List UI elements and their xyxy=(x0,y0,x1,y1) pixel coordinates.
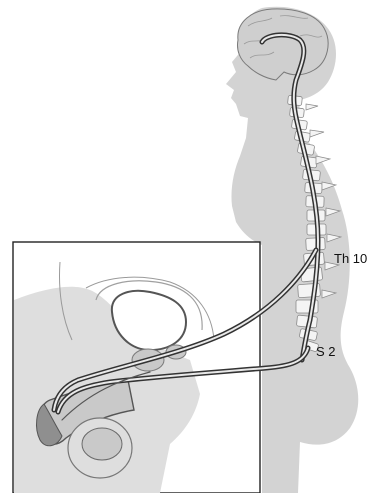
inset-panel xyxy=(13,242,260,493)
level-label-th10: Th 10 xyxy=(334,252,367,265)
testis xyxy=(82,428,122,460)
level-label-s2: S 2 xyxy=(316,345,336,358)
brain xyxy=(237,9,328,80)
